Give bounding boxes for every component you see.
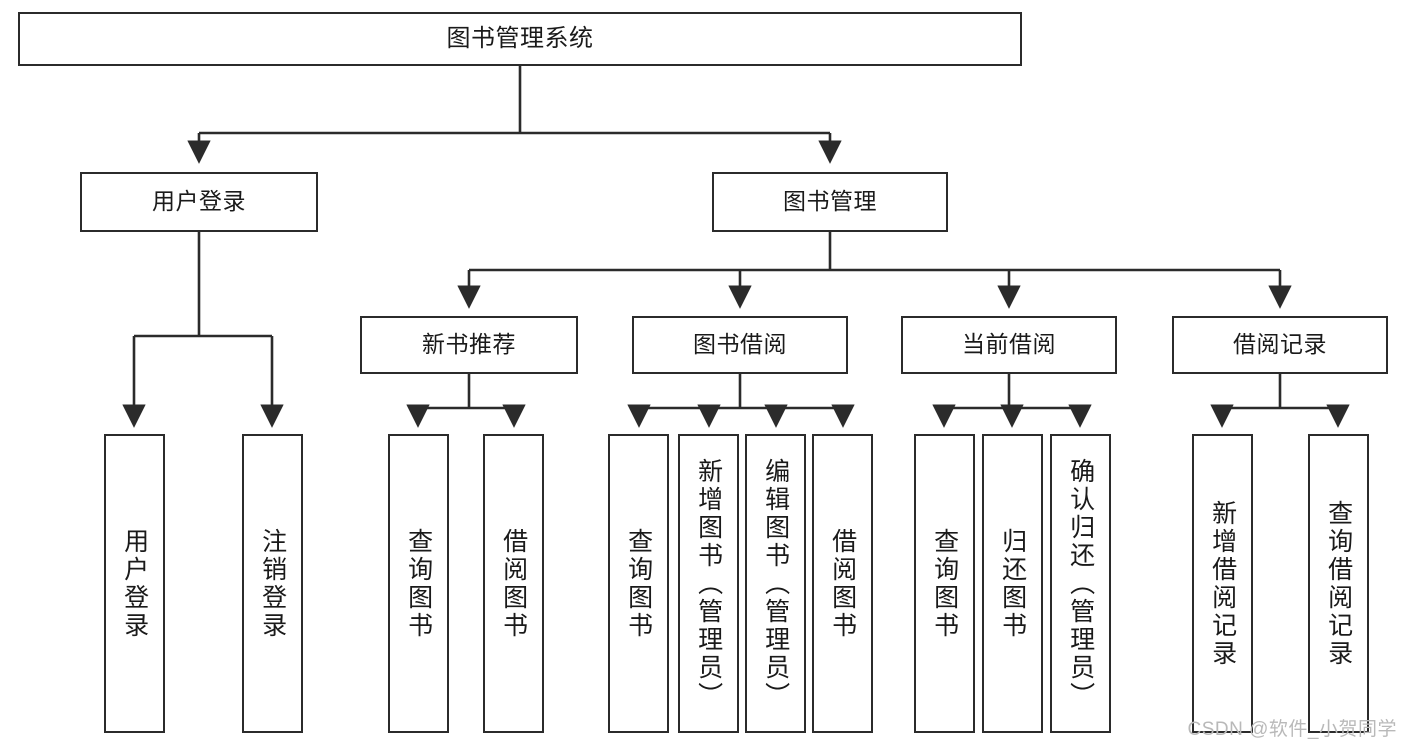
node-new-book-recommend[interactable]: 新书推荐 xyxy=(360,316,578,374)
node-user-login[interactable]: 用户登录 xyxy=(80,172,318,232)
node-label: 用户登录 xyxy=(120,527,149,640)
node-label: 归还图书 xyxy=(998,527,1027,640)
node-label: 查询图书 xyxy=(930,527,959,640)
node-label: 编辑图书（管理员） xyxy=(761,457,790,710)
leaf-borrow-add-book[interactable]: 新增图书（管理员） xyxy=(678,434,739,733)
node-label: 新增图书（管理员） xyxy=(694,457,723,710)
node-label: 用户登录 xyxy=(152,188,246,215)
leaf-recommend-query-book[interactable]: 查询图书 xyxy=(388,434,449,733)
node-label: 注销登录 xyxy=(258,527,287,640)
leaf-borrow-edit-book[interactable]: 编辑图书（管理员） xyxy=(745,434,806,733)
node-label: 当前借阅 xyxy=(962,331,1056,358)
node-book-borrow[interactable]: 图书借阅 xyxy=(632,316,848,374)
node-label: 新增借阅记录 xyxy=(1208,499,1237,668)
node-label: 查询图书 xyxy=(624,527,653,640)
node-label: 新书推荐 xyxy=(422,331,516,358)
node-label: 查询图书 xyxy=(404,527,433,640)
leaf-current-query-book[interactable]: 查询图书 xyxy=(914,434,975,733)
leaf-user-login[interactable]: 用户登录 xyxy=(104,434,165,733)
leaf-current-confirm-return[interactable]: 确认归还（管理员） xyxy=(1050,434,1111,733)
leaf-borrow-query-book[interactable]: 查询图书 xyxy=(608,434,669,733)
leaf-current-return-book[interactable]: 归还图书 xyxy=(982,434,1043,733)
node-label: 图书管理 xyxy=(783,188,877,215)
leaf-record-add[interactable]: 新增借阅记录 xyxy=(1192,434,1253,733)
node-label: 确认归还（管理员） xyxy=(1066,457,1095,710)
node-label: 查询借阅记录 xyxy=(1324,499,1353,668)
leaf-borrow-borrow-book[interactable]: 借阅图书 xyxy=(812,434,873,733)
leaf-logout[interactable]: 注销登录 xyxy=(242,434,303,733)
node-borrow-record[interactable]: 借阅记录 xyxy=(1172,316,1388,374)
node-current-borrow[interactable]: 当前借阅 xyxy=(901,316,1117,374)
node-label: 借阅记录 xyxy=(1233,331,1327,358)
node-label: 图书管理系统 xyxy=(446,24,594,52)
watermark: CSDN @软件_小贺同学 xyxy=(1187,719,1397,740)
node-label: 图书借阅 xyxy=(693,331,787,358)
node-label: 借阅图书 xyxy=(828,527,857,640)
node-root-system[interactable]: 图书管理系统 xyxy=(18,12,1022,66)
leaf-recommend-borrow-book[interactable]: 借阅图书 xyxy=(483,434,544,733)
leaf-record-query[interactable]: 查询借阅记录 xyxy=(1308,434,1369,733)
node-book-management[interactable]: 图书管理 xyxy=(712,172,948,232)
node-label: 借阅图书 xyxy=(499,527,528,640)
